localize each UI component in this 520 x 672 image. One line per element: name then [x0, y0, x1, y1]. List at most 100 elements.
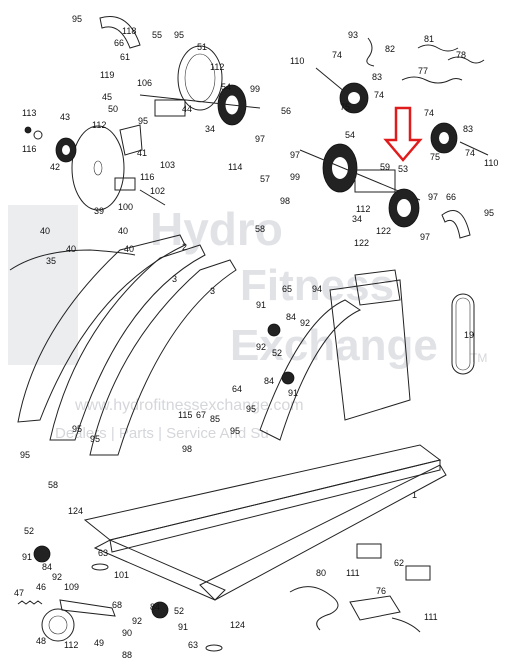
callout-40c: 40 — [118, 226, 128, 236]
callout-77: 77 — [418, 66, 428, 76]
callout-110b: 110 — [484, 158, 498, 168]
callout-124b: 124 — [68, 506, 83, 516]
cable-78 — [447, 56, 485, 64]
washer-116 — [33, 130, 43, 140]
callout-3b: 3 — [210, 286, 215, 296]
foot-63-bottom — [205, 644, 223, 652]
axle-upper-left — [139, 94, 261, 109]
callout-112d: 112 — [64, 640, 78, 650]
callout-1: 1 — [412, 490, 417, 500]
callout-95c: 95 — [138, 116, 148, 126]
callout-97b: 97 — [290, 150, 300, 160]
callout-62: 62 — [394, 558, 404, 568]
callout-56: 56 — [281, 106, 291, 116]
callout-93: 93 — [348, 30, 358, 40]
belt-19 — [451, 293, 475, 375]
callout-119: 119 — [100, 70, 114, 80]
watermark-tm: TM — [470, 351, 487, 365]
roller-52-left — [33, 545, 51, 563]
callout-76: 76 — [376, 586, 386, 596]
callout-74a: 74 — [332, 50, 342, 60]
frame-rail-3-a — [49, 244, 206, 441]
callout-2: 2 — [182, 242, 187, 252]
callout-92b: 92 — [256, 342, 266, 352]
callout-51: 51 — [197, 42, 207, 52]
callout-49: 49 — [94, 638, 104, 648]
callout-78: 78 — [456, 50, 466, 60]
callout-94: 94 — [312, 284, 322, 294]
callout-52a: 52 — [272, 348, 282, 358]
callout-40d: 40 — [124, 244, 134, 254]
callout-90: 90 — [122, 628, 132, 638]
callout-75a: 75 — [340, 102, 350, 112]
callout-112a: 112 — [210, 62, 224, 72]
callout-63b: 63 — [188, 640, 198, 650]
callout-80: 80 — [316, 568, 326, 578]
callout-46: 46 — [36, 582, 46, 592]
callout-100: 100 — [118, 202, 133, 212]
callout-82: 82 — [385, 44, 395, 54]
callout-48: 48 — [36, 636, 46, 646]
callout-112c: 112 — [356, 204, 370, 214]
wheel-75-upper-hub — [348, 92, 360, 104]
callout-45: 45 — [102, 92, 112, 102]
bolt-110-upper — [315, 67, 346, 93]
main-frame-upper-rail — [83, 444, 442, 541]
pad-62-right — [405, 565, 431, 581]
callout-53: 53 — [398, 164, 408, 174]
watermark-line3: Exchange — [230, 321, 438, 370]
callout-92d: 92 — [132, 616, 142, 626]
callout-64: 64 — [232, 384, 242, 394]
callout-19: 19 — [464, 330, 474, 340]
callout-81: 81 — [424, 34, 434, 44]
callout-41: 41 — [137, 148, 147, 158]
seat-bar-46 — [59, 599, 116, 617]
callout-109: 109 — [64, 582, 79, 592]
callout-54a: 54 — [221, 82, 231, 92]
callout-43: 43 — [60, 112, 70, 122]
callout-111a: 111 — [346, 568, 360, 578]
foot-63-left — [91, 563, 109, 571]
callout-67: 67 — [196, 410, 206, 420]
bracket-41 — [119, 124, 143, 156]
bolt-113 — [24, 126, 32, 134]
callout-99a: 99 — [250, 84, 260, 94]
guard-66 — [441, 210, 471, 239]
callout-58b: 58 — [48, 480, 58, 490]
adapter-cable — [391, 617, 421, 633]
watermark-line2: Fitness — [240, 261, 394, 310]
clamp-100 — [114, 177, 136, 191]
callout-95i: 95 — [20, 450, 30, 460]
flywheel-guard-arc — [99, 16, 141, 49]
callout-95a: 95 — [72, 14, 82, 24]
callout-40b: 40 — [66, 244, 76, 254]
callout-98b: 98 — [182, 444, 192, 454]
callout-91b: 91 — [288, 388, 298, 398]
cable-81 — [417, 44, 459, 52]
callout-83b: 83 — [463, 124, 473, 134]
callout-40a: 40 — [40, 226, 50, 236]
callout-39: 39 — [94, 206, 104, 216]
callout-114: 114 — [228, 162, 242, 172]
callout-95b: 95 — [174, 30, 184, 40]
cable-77 — [401, 76, 463, 84]
watermark-url: www.hydrofitnessexchange.com — [74, 397, 304, 414]
callout-75b: 75 — [430, 152, 440, 162]
bolt-110-lower — [459, 141, 489, 156]
callout-66a: 66 — [114, 38, 124, 48]
callout-55: 55 — [152, 30, 162, 40]
callout-74d: 74 — [465, 148, 475, 158]
tower-top-plate — [354, 269, 401, 306]
pulley-53-hub — [397, 199, 411, 217]
callout-102: 102 — [150, 186, 165, 196]
callout-91a: 91 — [256, 300, 266, 310]
callout-34b: 34 — [352, 214, 362, 224]
callout-116a: 116 — [22, 144, 36, 154]
cable-93 — [366, 37, 375, 67]
roller-mid-lower — [281, 371, 295, 385]
callout-65: 65 — [282, 284, 292, 294]
callout-63a: 63 — [98, 548, 108, 558]
power-adapter-76 — [349, 595, 401, 621]
callout-34a: 34 — [205, 124, 215, 134]
